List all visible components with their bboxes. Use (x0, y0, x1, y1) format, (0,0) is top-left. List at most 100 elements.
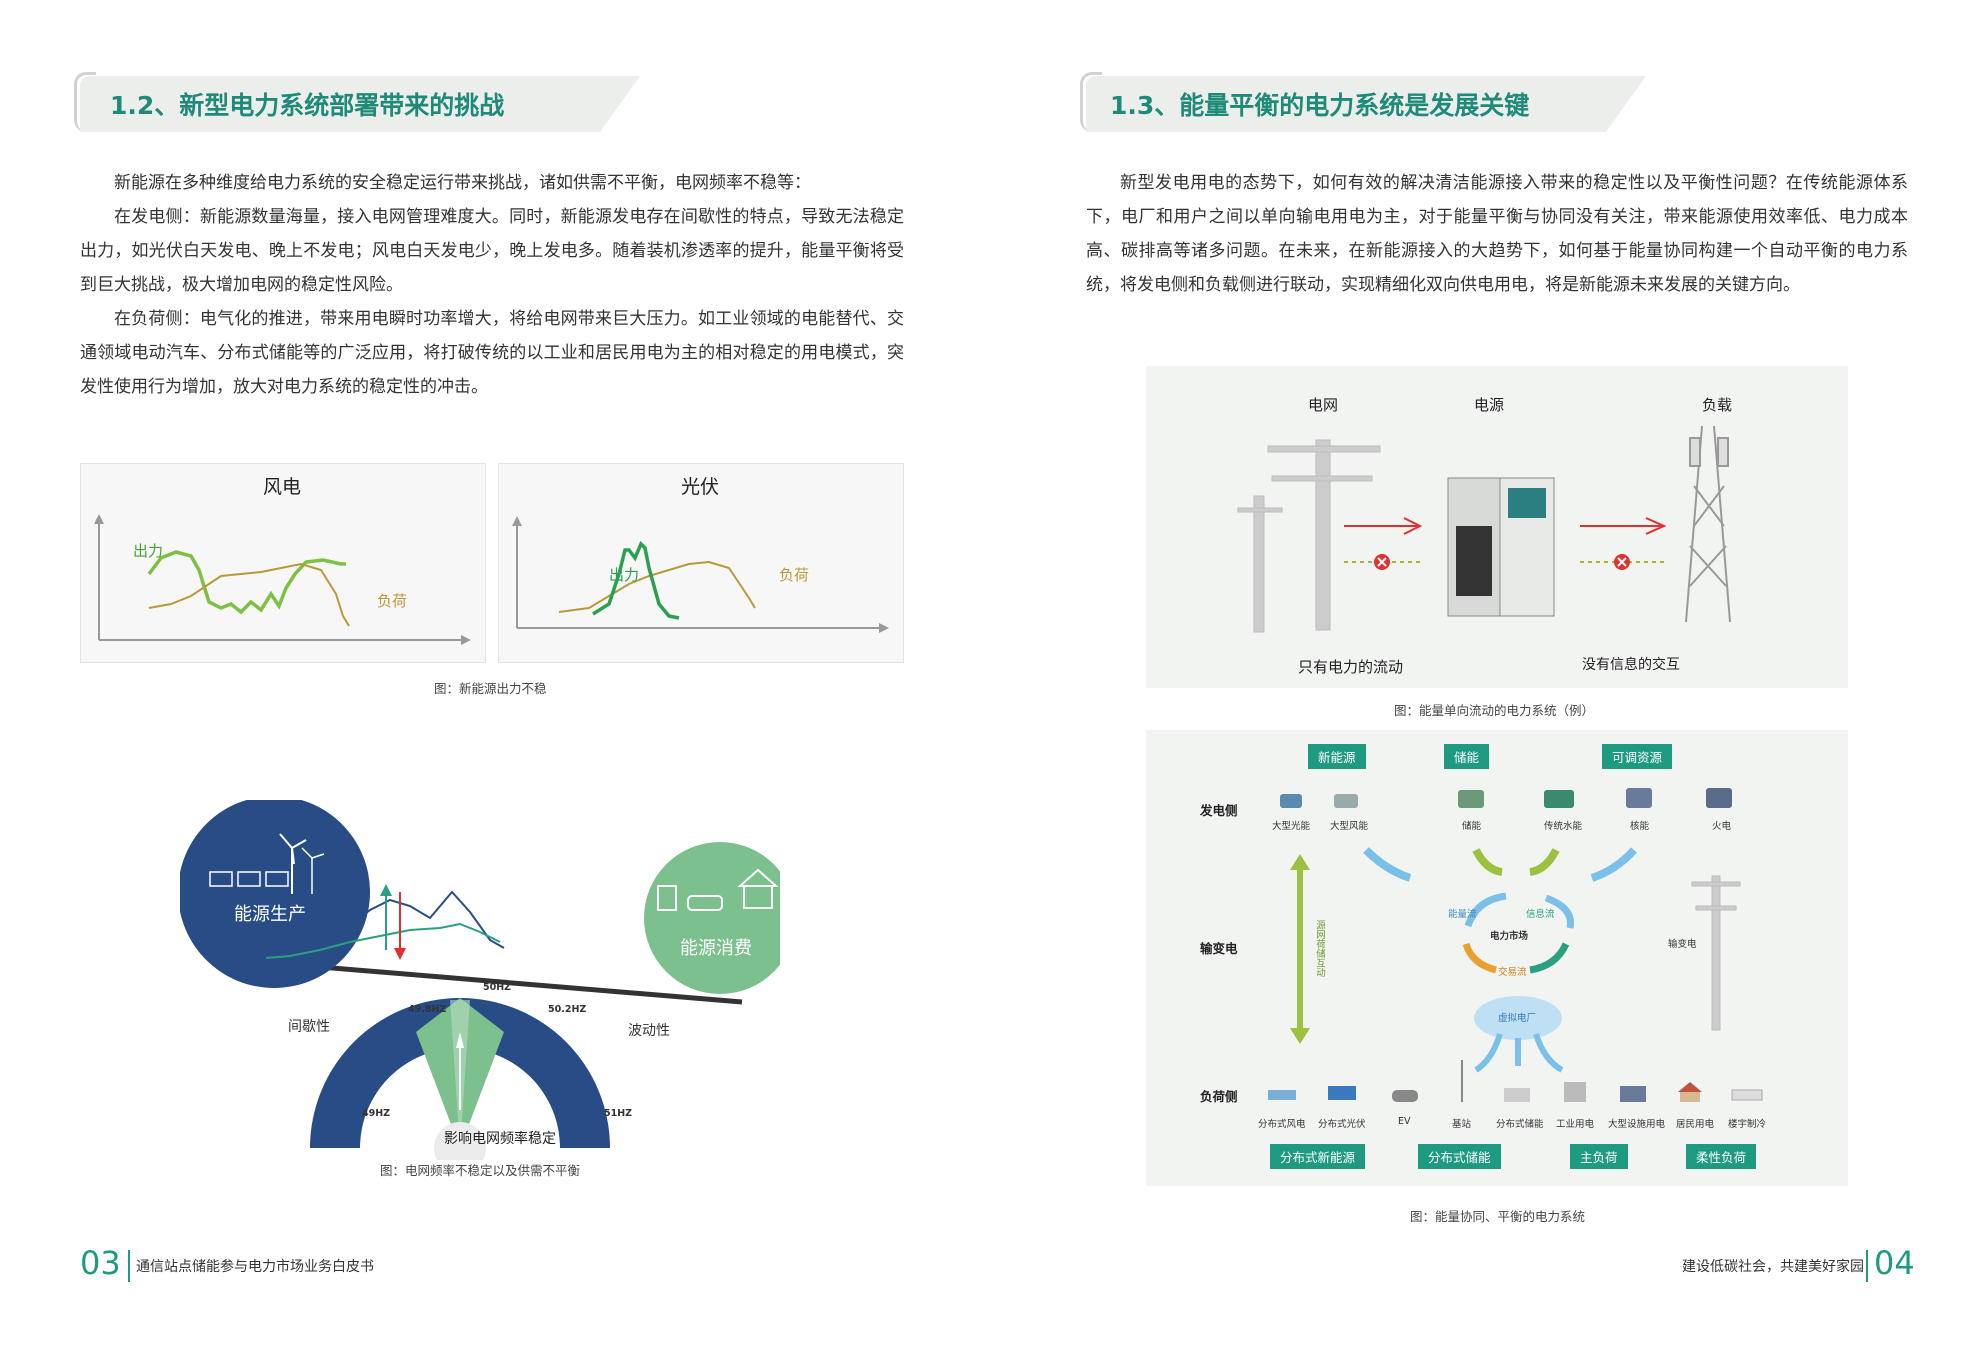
info-flow-label: 信息流 (1526, 909, 1555, 920)
page-number: 03 (80, 1244, 121, 1282)
solar-chart-panel: 光伏 出力 负荷 (498, 463, 904, 663)
section-heading-1-3: 1.3、能量平衡的电力系统是发展关键 (1080, 72, 1646, 132)
source-label: 电源 (1474, 396, 1505, 414)
page-number: 04 (1874, 1244, 1915, 1282)
gen-item-large-solar: 大型光能 (1272, 821, 1311, 832)
energy-consumption-label: 能源消费 (680, 938, 752, 959)
badge-adjustable: 可调资源 (1602, 744, 1673, 769)
energy-consumption-circle (644, 842, 780, 994)
load-item: 分布式光伏 (1318, 1119, 1366, 1130)
ev-house-icon (657, 868, 779, 911)
power-cabinet-icon (1447, 477, 1555, 617)
badge-flexible-load: 柔性负荷 (1686, 1144, 1757, 1169)
badge-storage: 储能 (1444, 744, 1490, 769)
gen-item-hydro: 传统水能 (1544, 821, 1583, 832)
load-item: 大型设施用电 (1608, 1119, 1666, 1130)
solar-load-label: 负荷 (779, 566, 810, 584)
heading-curl-decoration (74, 72, 96, 132)
gen-item-thermal: 火电 (1712, 821, 1732, 832)
power-only-label: 只有电力的流动 (1298, 658, 1404, 676)
one-way-power-figure: 电网 电源 负载 (1146, 366, 1848, 688)
solar-output-line (592, 540, 680, 620)
coordinated-power-figure: 新能源 储能 可调资源 发电侧 输变电 负荷侧 (1146, 730, 1848, 1186)
right-body-text: 新型发电用电的态势下，如何有效的解决清洁能源接入带来的稳定性以及平衡性问题？在传… (1086, 166, 1908, 302)
load-item: 分布式风电 (1258, 1119, 1306, 1130)
heading-curl-decoration (1080, 72, 1102, 132)
trans-side-label: 输变电 (1200, 941, 1238, 956)
hz-50-2-label: 50.2HZ (548, 1004, 587, 1015)
volatility-label: 波动性 (628, 1023, 670, 1039)
load-item: 楼宇制冷 (1728, 1119, 1767, 1130)
badge-main-load: 主负荷 (1570, 1144, 1628, 1169)
solar-load-line (558, 560, 756, 613)
figure-caption: 图：能量单向流动的电力系统（例） (1394, 703, 1595, 718)
load-item: EV (1398, 1116, 1411, 1127)
solar-title: 光伏 (681, 476, 720, 498)
market-label: 电力市场 (1490, 931, 1529, 942)
gen-side-label: 发电侧 (1200, 803, 1238, 818)
figure-caption: 图：新能源出力不稳 (434, 681, 547, 696)
wind-load-label: 负荷 (377, 592, 408, 610)
coordinated-system-svg (1268, 788, 1763, 1102)
wind-output-line (147, 550, 346, 615)
wind-chart-panel: 风电 出力 负荷 (80, 463, 486, 663)
paragraph: 新型发电用电的态势下，如何有效的解决清洁能源接入带来的稳定性以及平衡性问题？在传… (1086, 173, 1908, 295)
energy-flow-label: 能量流 (1448, 909, 1477, 920)
supply-demand-balance-figure (180, 800, 780, 1160)
intermittency-label: 间歇性 (288, 1019, 330, 1035)
wind-load-line (148, 562, 350, 627)
figure-caption: 图：能量协同、平衡的电力系统 (1410, 1209, 1586, 1224)
paragraph: 在负荷侧：电气化的推进，带来用电瞬时功率增大，将给电网带来巨大压力。如工业领域的… (80, 309, 904, 397)
badge-distributed-storage: 分布式储能 (1418, 1144, 1501, 1169)
energy-production-circle (180, 800, 370, 988)
figure-caption: 图：电网频率不稳定以及供需不平衡 (380, 1163, 581, 1178)
energy-production-label: 能源生产 (234, 904, 306, 925)
load-item: 分布式储能 (1496, 1119, 1544, 1130)
hz-51-label: 51HZ (604, 1108, 633, 1119)
solar-chart-svg (512, 516, 889, 633)
wind-chart-svg (94, 514, 471, 645)
hz-49-label: 49HZ (362, 1108, 391, 1119)
solar-output-label: 出力 (609, 566, 640, 584)
bidirectional-label: 源网荷储互动 (1314, 920, 1325, 977)
load-label: 负载 (1702, 396, 1733, 414)
heading-tab-background (1086, 76, 1646, 132)
section-title: 1.2、新型电力系统部署带来的挑战 (110, 91, 505, 120)
left-body-text: 新能源在多种维度给电力系统的安全稳定运行带来挑战，诸如供需不平衡，电网频率不稳等… (80, 166, 904, 404)
gauge-label: 影响电网频率稳定 (444, 1131, 556, 1147)
trade-flow-label: 交易流 (1498, 967, 1527, 978)
paragraph: 在发电侧：新能源数量海量，接入电网管理难度大。同时，新能源发电存在间歇性的特点，… (80, 207, 904, 295)
one-way-power-svg (1237, 425, 1731, 633)
gen-item-storage: 储能 (1462, 821, 1482, 832)
paragraph: 新能源在多种维度给电力系统的安全稳定运行带来挑战，诸如供需不平衡，电网频率不稳等… (114, 173, 811, 193)
frequency-gauge (310, 998, 610, 1148)
footer-divider (1866, 1250, 1868, 1282)
load-item: 基站 (1452, 1119, 1472, 1130)
no-info-label: 没有信息的交互 (1582, 657, 1680, 673)
badge-new-energy: 新能源 (1308, 744, 1366, 769)
section-heading-1-2: 1.2、新型电力系统部署带来的挑战 (74, 72, 640, 132)
load-side-label: 负荷侧 (1200, 1089, 1238, 1104)
section-title: 1.3、能量平衡的电力系统是发展关键 (1110, 91, 1530, 120)
telecom-tower-icon (1685, 425, 1731, 623)
demand-curve (265, 922, 501, 959)
gen-item-nuclear: 核能 (1630, 821, 1650, 832)
vpp-label: 虚拟电厂 (1498, 1013, 1537, 1024)
hz-49-8-label: 49.8HZ (408, 1004, 447, 1015)
solar-wind-icon (209, 833, 325, 894)
footer-title: 建设低碳社会，共建美好家园 (1682, 1259, 1864, 1275)
badge-distributed-new-energy: 分布式新能源 (1270, 1144, 1366, 1169)
load-item: 工业用电 (1556, 1119, 1595, 1130)
substation-label: 输变电 (1668, 939, 1697, 950)
footer-divider (128, 1250, 130, 1282)
gen-item-large-wind: 大型风能 (1330, 821, 1369, 832)
wind-output-label: 出力 (133, 542, 164, 560)
heading-tab-background (80, 76, 640, 132)
grid-label: 电网 (1308, 396, 1339, 414)
load-item: 居民用电 (1676, 1119, 1715, 1130)
hz-50-label: 50HZ (483, 982, 512, 993)
wind-title: 风电 (263, 476, 302, 498)
vpp-cloud-icon (1474, 996, 1562, 1040)
footer-title: 通信站点储能参与电力市场业务白皮书 (136, 1259, 374, 1275)
utility-pole-icon (1237, 439, 1381, 633)
